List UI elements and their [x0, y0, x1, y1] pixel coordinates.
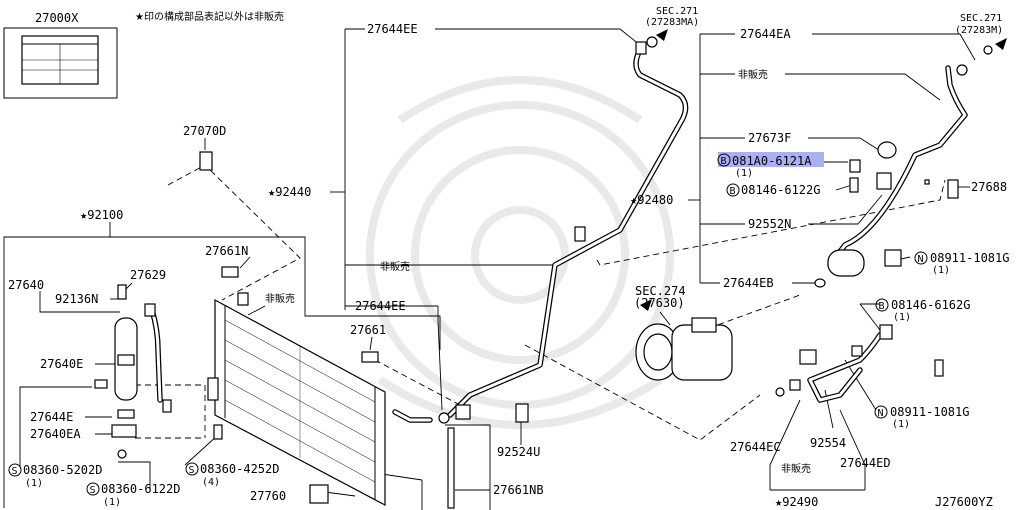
label-92552n[interactable]: 92552N	[748, 217, 791, 231]
label-27640e[interactable]: 27640E	[40, 357, 83, 371]
label-08146-6122g[interactable]: 08146-6122G	[741, 183, 820, 197]
label-27644ec[interactable]: 27644EC	[730, 440, 781, 454]
label-27644ee-top[interactable]: 27644EE	[367, 22, 418, 36]
label-08911-bot[interactable]: 08911-1081G	[890, 405, 969, 419]
label-27070d[interactable]: 27070D	[183, 124, 226, 138]
label-27640ea[interactable]: 27640EA	[30, 427, 81, 441]
circle-s-3: S	[189, 465, 195, 476]
label-08911-top[interactable]: 08911-1081G	[930, 251, 1009, 265]
label-27688[interactable]: 27688	[971, 180, 1007, 194]
label-27673f[interactable]: 27673F	[748, 131, 791, 145]
label-27644ea[interactable]: 27644EA	[740, 27, 791, 41]
dashed-lines	[135, 164, 946, 441]
label-27661[interactable]: 27661	[350, 323, 386, 337]
leader-lines	[3, 28, 976, 510]
label-27644ee-mid[interactable]: 27644EE	[355, 299, 406, 313]
label-92480[interactable]: ★92480	[630, 193, 673, 207]
label-08146-6162g[interactable]: 08146-6162G	[891, 298, 970, 312]
label-08360-6122d[interactable]: 08360-6122D	[101, 482, 180, 496]
pipes	[149, 47, 968, 423]
label-sec274-sub: (27630)	[634, 296, 685, 310]
label-27644eb[interactable]: 27644EB	[723, 276, 774, 290]
label-27661n[interactable]: 27661N	[205, 244, 248, 258]
label-08360-4252d[interactable]: 08360-4252D	[200, 462, 279, 476]
label-08360-4252d-qty: (4)	[202, 477, 220, 488]
label-27000x: 27000X	[35, 11, 79, 25]
part-labels: 27644EE SEC.271 (27283MA) SEC.271 (27283…	[8, 6, 1009, 509]
label-92100[interactable]: ★92100	[80, 208, 123, 222]
label-sec271-right-sub: (27283M)	[955, 25, 1003, 36]
label-27644ed[interactable]: 27644ED	[840, 456, 891, 470]
label-27629[interactable]: 27629	[130, 268, 166, 282]
label-not-sold-3: 非販売	[265, 292, 295, 305]
part-27000x-group[interactable]: 27000X	[3, 11, 118, 99]
circle-s-2: S	[90, 485, 96, 496]
circle-b-1: B	[721, 156, 727, 167]
circle-n-1: N	[918, 254, 924, 265]
label-sec274[interactable]: SEC.274	[635, 284, 686, 298]
receiver-drier[interactable]	[111, 284, 138, 459]
label-not-sold-2: 非販売	[380, 260, 410, 273]
label-08911-top-qty: (1)	[932, 265, 950, 276]
label-27640[interactable]: 27640	[8, 278, 44, 292]
circle-b-3: B	[879, 301, 885, 312]
label-08146-6162g-qty: (1)	[893, 312, 911, 323]
label-08360-5202d-qty: (1)	[25, 478, 43, 489]
highlight-081a0	[718, 152, 824, 167]
label-not-sold-1: 非販売	[738, 68, 768, 81]
label-27644e[interactable]: 27644E	[30, 410, 73, 424]
circle-n-2: N	[878, 408, 884, 419]
label-not-sold-4: 非販売	[781, 462, 811, 475]
label-081a0-qty: (1)	[735, 168, 753, 179]
label-08360-5202d[interactable]: 08360-5202D	[23, 463, 102, 477]
compressor[interactable]	[635, 317, 733, 381]
label-27760[interactable]: 27760	[250, 489, 286, 503]
label-08911-bot-qty: (1)	[892, 419, 910, 430]
circle-b-2: B	[730, 186, 736, 197]
label-92554[interactable]: 92554	[810, 436, 846, 450]
circled-letters: B B N B N S S S	[8, 153, 928, 496]
label-sec271-left-sub: (27283MA)	[645, 17, 699, 28]
parts	[94, 36, 993, 509]
circle-s-1: S	[12, 466, 18, 477]
condenser[interactable]	[214, 298, 386, 506]
label-92440[interactable]: ★92440	[268, 185, 311, 199]
label-92524u[interactable]: 92524U	[497, 445, 540, 459]
label-081a0-6121a[interactable]: 081A0-6121A	[732, 154, 812, 168]
label-08360-6122d-qty: (1)	[103, 497, 121, 508]
label-92136n[interactable]: 92136N	[55, 292, 98, 306]
label-sec271-left[interactable]: SEC.271	[656, 6, 698, 17]
sales-note: ★印の構成部品表記以外は非販売	[135, 10, 284, 23]
drawing-code: J27600YZ	[935, 495, 993, 509]
label-sec271-right[interactable]: SEC.271	[960, 13, 1002, 24]
label-92490[interactable]: ★92490	[775, 495, 818, 509]
label-27661nb[interactable]: 27661NB	[493, 483, 544, 497]
